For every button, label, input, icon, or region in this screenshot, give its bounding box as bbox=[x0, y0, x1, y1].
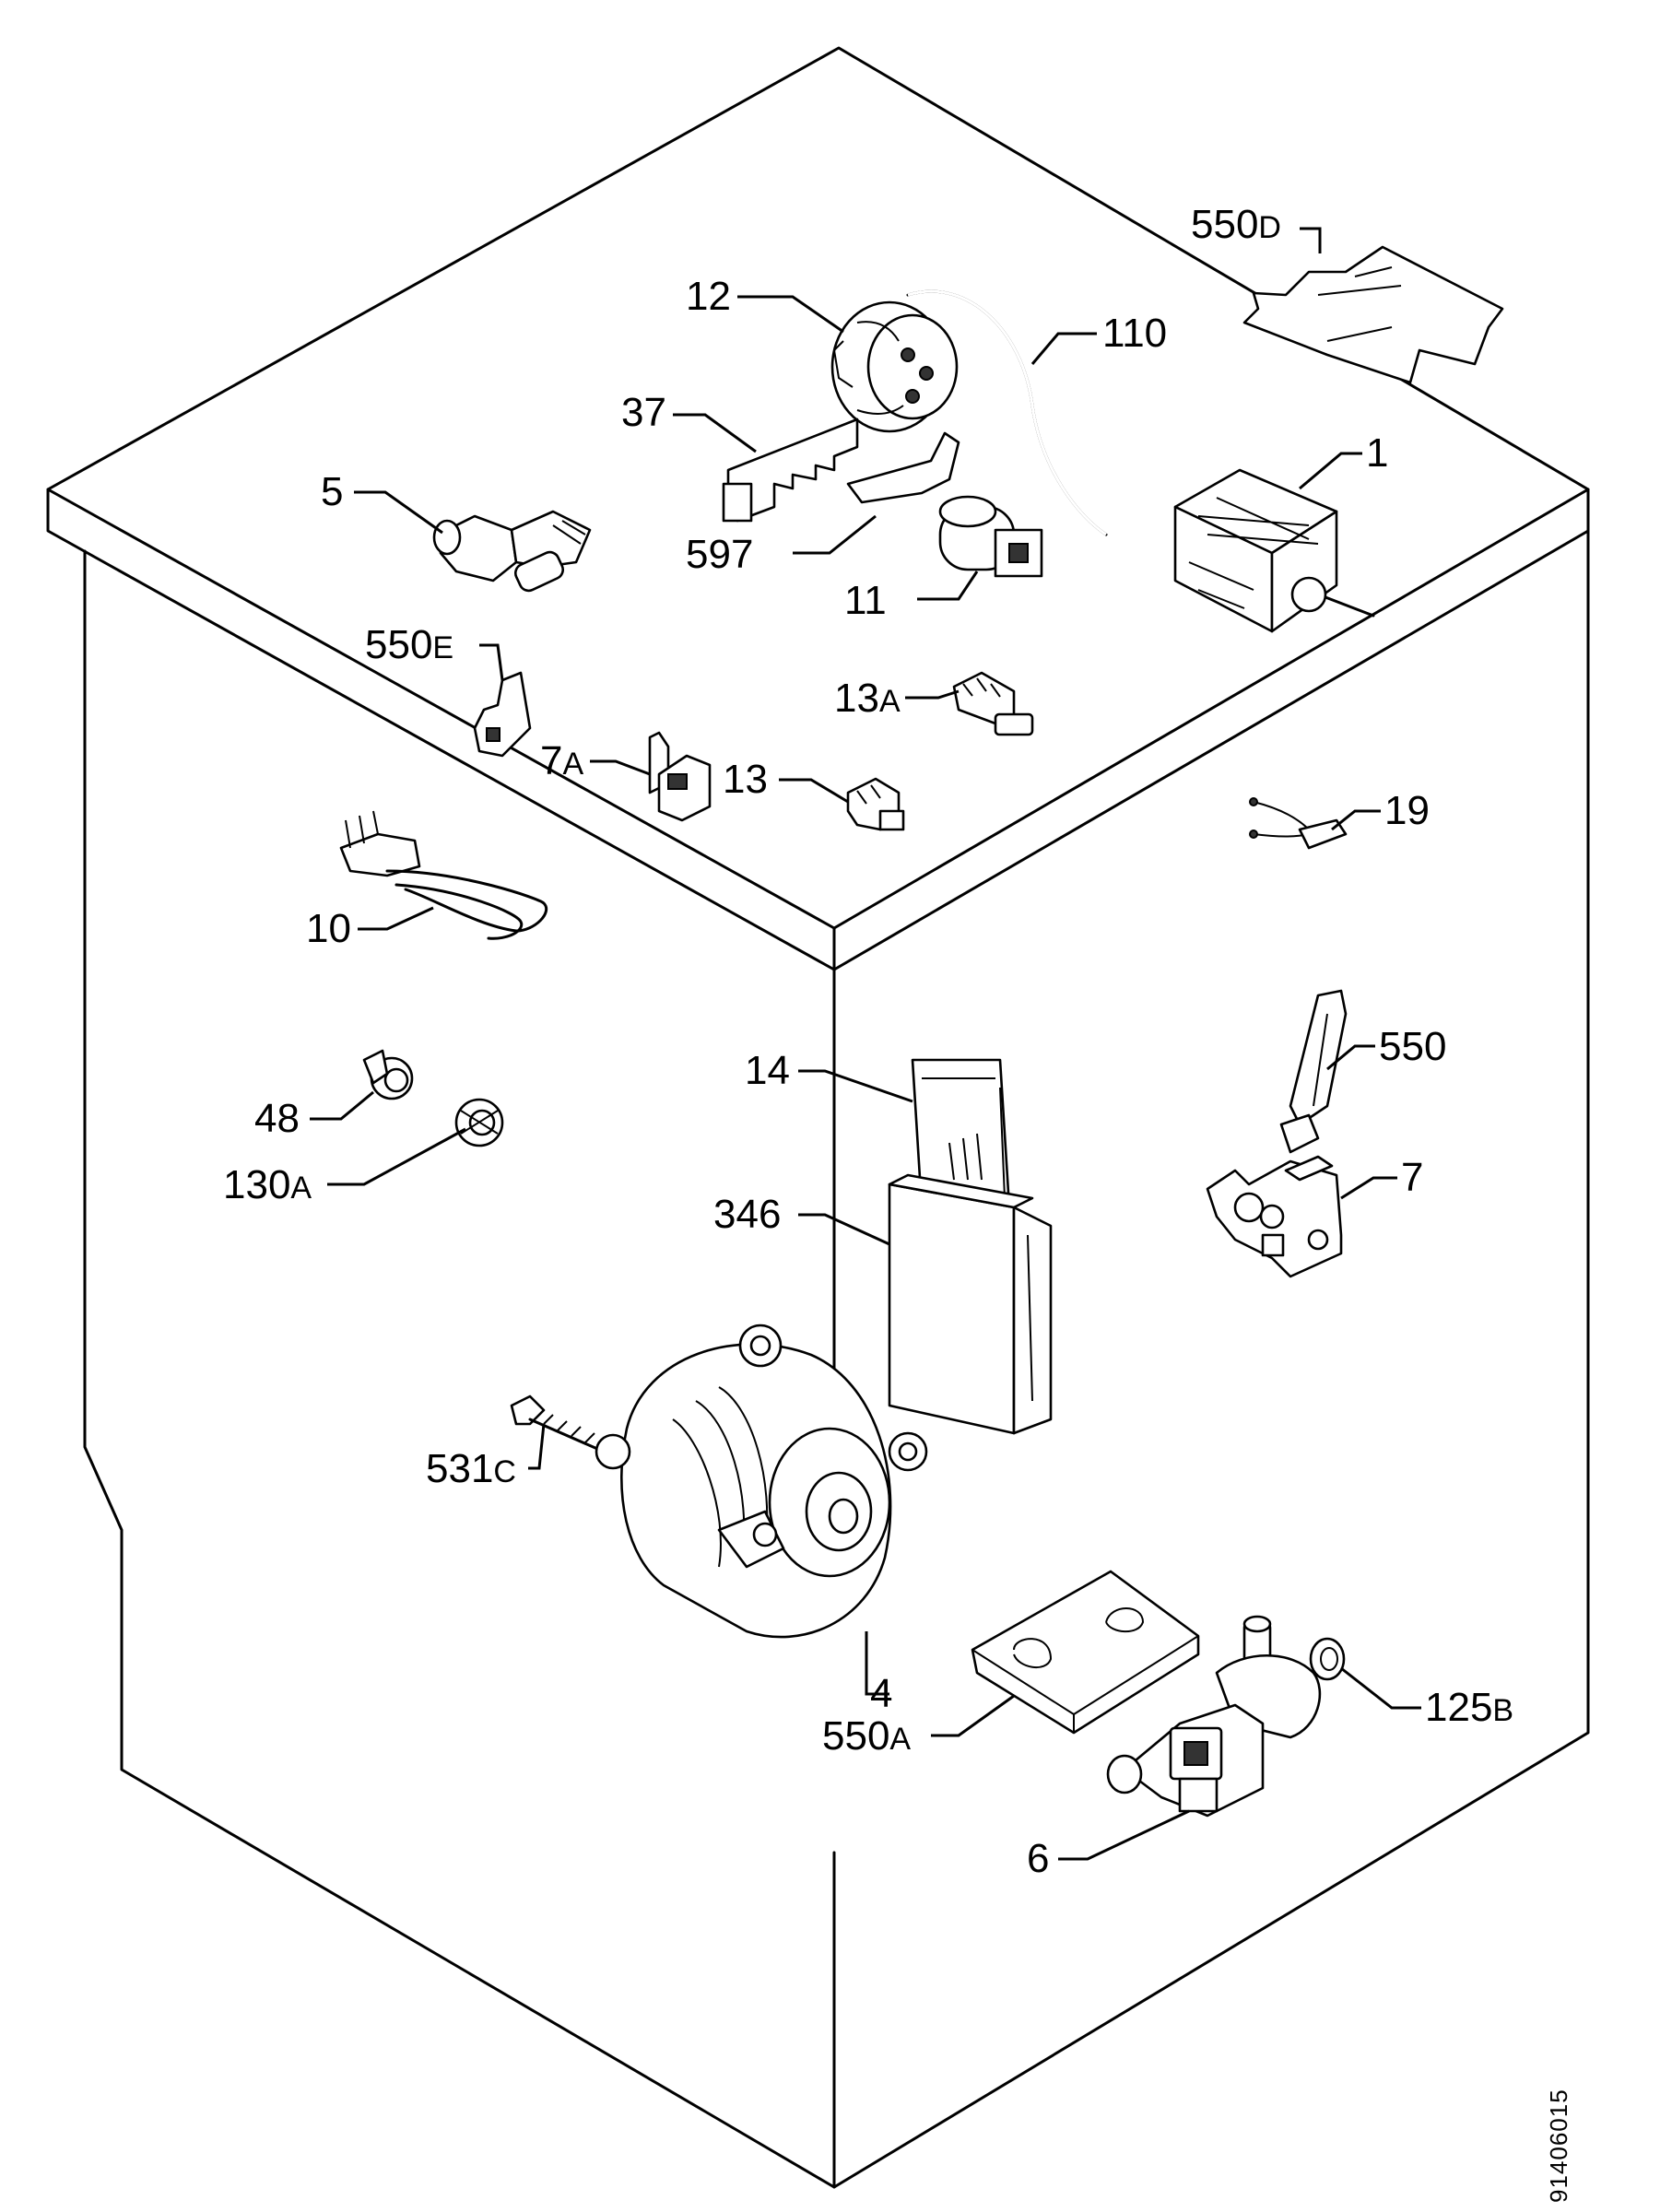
leader-lines bbox=[310, 227, 1421, 1861]
callout-1: 1 bbox=[1366, 430, 1388, 476]
callout-4: 4 bbox=[870, 1671, 892, 1716]
callout-12: 12 bbox=[686, 274, 731, 319]
callout-13A: 13A bbox=[834, 676, 901, 721]
part-5-water-valve bbox=[432, 510, 592, 593]
part-6-drain-pump bbox=[1106, 1615, 1322, 1818]
callout-550A: 550A bbox=[822, 1713, 911, 1759]
part-531C-bolt bbox=[510, 1394, 606, 1453]
part-125B-seal-ring bbox=[1309, 1637, 1346, 1681]
callout-13: 13 bbox=[723, 757, 768, 802]
callout-11: 11 bbox=[844, 578, 887, 623]
drawing-number: 91406015 bbox=[1545, 2088, 1572, 2203]
part-7-door-interlock bbox=[1206, 1113, 1343, 1278]
cabinet-outline bbox=[46, 46, 1590, 2189]
part-110-hose bbox=[906, 289, 1108, 536]
callout-5: 5 bbox=[321, 469, 343, 514]
part-13A-connector bbox=[952, 671, 1034, 736]
callout-125B: 125B bbox=[1425, 1685, 1513, 1730]
part-550E-bracket bbox=[473, 671, 532, 758]
callout-7: 7 bbox=[1401, 1155, 1423, 1200]
part-10-heating-element bbox=[339, 810, 548, 940]
part-1-programme-timer bbox=[1173, 468, 1375, 633]
callout-48: 48 bbox=[254, 1096, 300, 1141]
part-550D-cover-plate bbox=[1242, 245, 1504, 384]
callout-597: 597 bbox=[686, 532, 753, 577]
callout-130A: 130A bbox=[223, 1162, 312, 1207]
callout-10: 10 bbox=[306, 906, 351, 951]
callout-550E: 550E bbox=[365, 622, 453, 667]
callout-6: 6 bbox=[1027, 1836, 1049, 1881]
part-130A-nut bbox=[454, 1098, 504, 1147]
callout-550: 550 bbox=[1379, 1024, 1446, 1069]
part-48-thermostat bbox=[362, 1049, 414, 1100]
part-37-bracket bbox=[722, 418, 859, 523]
part-550A-foam-block bbox=[971, 1570, 1200, 1735]
callout-346: 346 bbox=[713, 1192, 781, 1237]
callout-7A: 7A bbox=[540, 738, 583, 783]
part-12-pressure-switch bbox=[830, 300, 959, 433]
callout-14: 14 bbox=[745, 1048, 790, 1093]
part-550-door-lever bbox=[1289, 989, 1348, 1126]
callout-110: 110 bbox=[1102, 311, 1167, 356]
part-13-connector bbox=[846, 777, 905, 831]
part-346-dispenser-housing bbox=[888, 1173, 1053, 1435]
callout-531C: 531C bbox=[426, 1446, 516, 1491]
part-4-motor bbox=[595, 1324, 928, 1639]
part-19-ntc-sensor bbox=[1249, 797, 1348, 850]
part-7A-micro-switch bbox=[648, 731, 712, 822]
callout-labels: 550D 12 110 37 1 5 597 11 550E 13A 7A 13… bbox=[223, 202, 1513, 1881]
part-11-capacitor bbox=[938, 495, 1043, 578]
callout-37: 37 bbox=[621, 390, 666, 435]
part-597-clip bbox=[846, 431, 960, 504]
callout-19: 19 bbox=[1384, 788, 1430, 833]
callout-550D: 550D bbox=[1191, 202, 1281, 247]
